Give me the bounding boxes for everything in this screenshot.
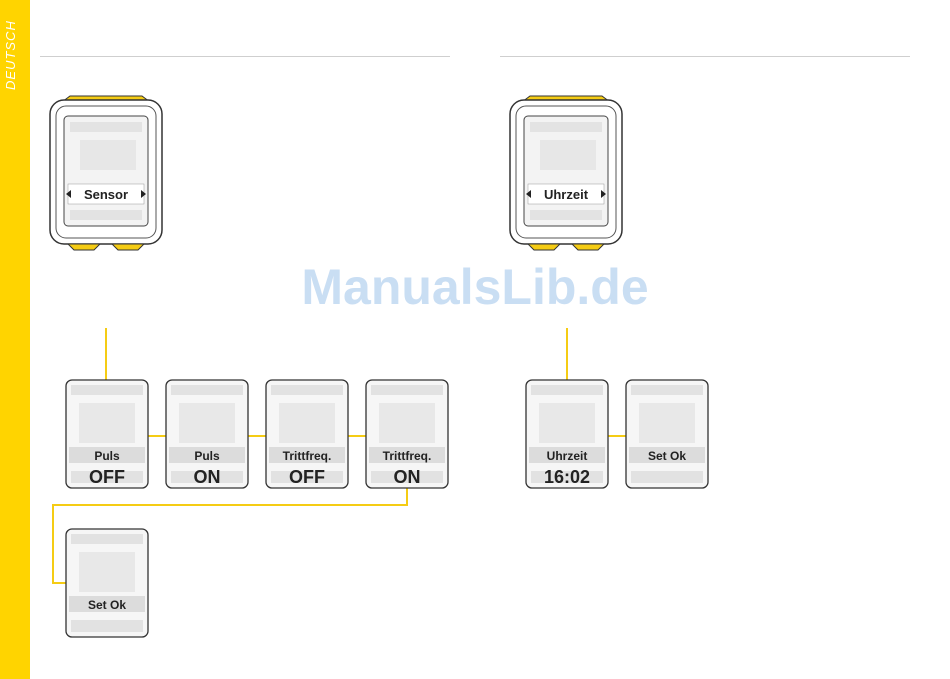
divider-left [40,56,450,57]
connector-line [52,582,66,584]
connector-line [248,435,266,437]
screen-line1: Set Ok [648,449,686,463]
device-uhrzeit: Uhrzeit [506,92,626,258]
screen-line2: OFF [289,467,325,487]
display-screen-trittfreq-on: Trittfreq. ON [365,379,449,489]
screen-line1: Trittfreq. [283,449,332,463]
language-label: DEUTSCH [3,8,18,90]
connector-line [608,435,626,437]
display-screen-puls-off: Puls OFF [65,379,149,489]
connector-line [348,435,366,437]
language-sidebar: DEUTSCH [0,0,30,679]
display-screen-trittfreq-off: Trittfreq. OFF [265,379,349,489]
screen-line2: ON [194,467,221,487]
device-label: Uhrzeit [544,187,589,202]
screen-line1: Puls [94,449,120,463]
connector-line [148,435,166,437]
connector-line [52,504,54,584]
screen-line1: Puls [194,449,220,463]
connector-line [566,328,568,380]
device-illustration: Sensor [46,92,166,254]
device-sensor: Sensor [46,92,166,258]
screen-line1: Trittfreq. [383,449,432,463]
screen-line2: 16:02 [544,467,590,487]
screen-line1: Uhrzeit [547,449,588,463]
display-screen-uhrzeit: Uhrzeit 16:02 [525,379,609,489]
screen-line2: OFF [89,467,125,487]
connector-line [105,328,107,380]
screen-line2: ON [394,467,421,487]
display-screen-set-ok-right: Set Ok [625,379,709,489]
device-label: Sensor [84,187,128,202]
divider-right [500,56,910,57]
device-illustration: Uhrzeit [506,92,626,254]
watermark: ManualsLib.de [0,258,950,316]
display-screen-puls-on: Puls ON [165,379,249,489]
connector-line [52,504,408,506]
screen-line1: Set Ok [88,598,126,612]
display-screen-set-ok: Set Ok [65,528,149,638]
